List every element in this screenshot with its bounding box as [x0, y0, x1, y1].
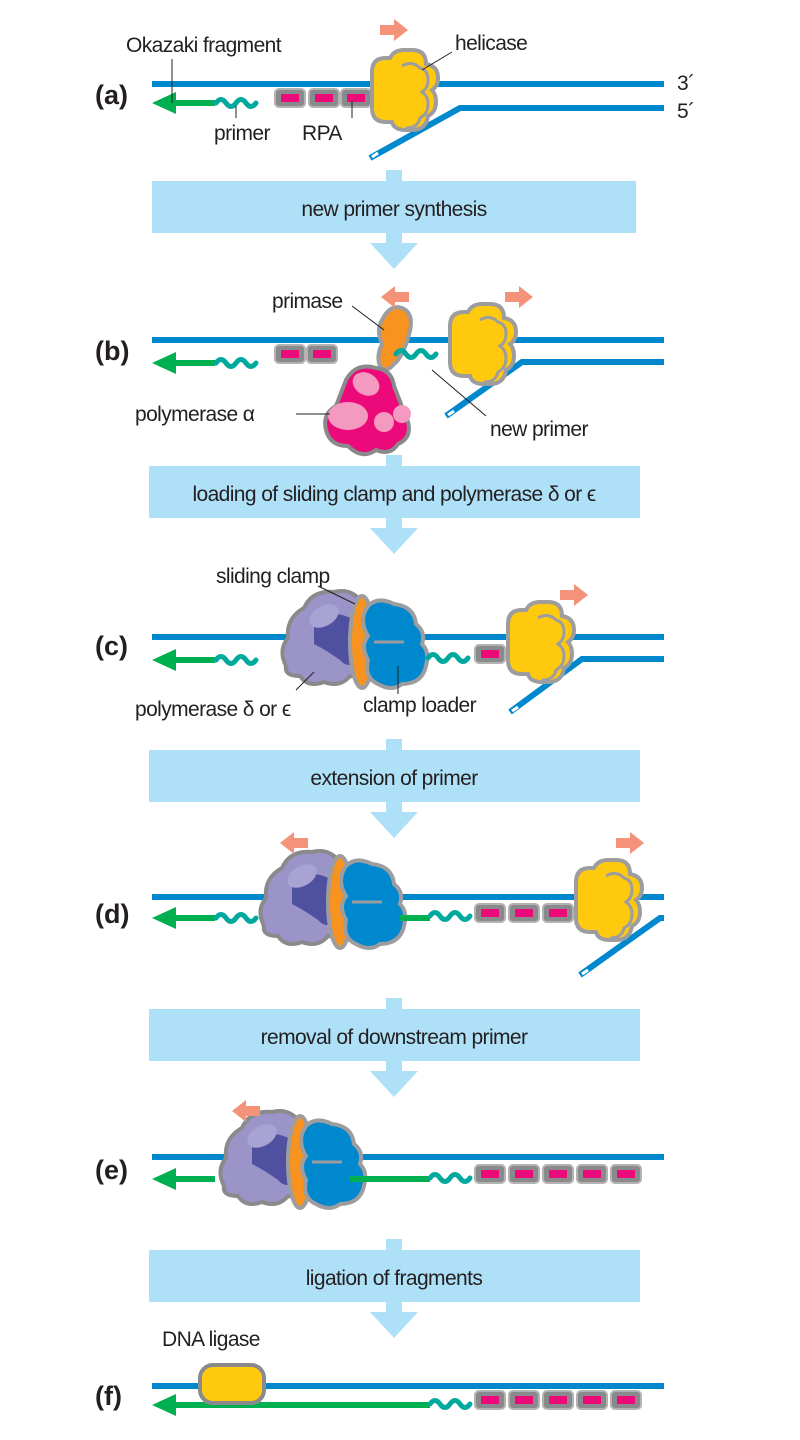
- helicase-direction-arrow-icon: [560, 584, 588, 606]
- panel-label-a: (a): [95, 80, 128, 110]
- panel-e: (e): [95, 1100, 664, 1210]
- label-polymerase-delta: polymerase δ or ϵ: [135, 698, 291, 721]
- primase: [376, 305, 413, 372]
- label-3-prime: 3´: [677, 72, 694, 95]
- template-strand-bottom: [368, 105, 664, 161]
- label-rpa: RPA: [302, 122, 342, 145]
- panel-label-f: (f): [95, 1381, 122, 1411]
- label-sliding-clamp: sliding clamp: [216, 565, 330, 588]
- step-label-5: ligation of fragments: [306, 1267, 483, 1290]
- primer: [216, 100, 256, 107]
- label-okazaki-fragment: Okazaki fragment: [126, 34, 282, 57]
- step-arrow-5: ligation of fragments: [149, 1239, 640, 1338]
- panel-label-c: (c): [95, 631, 128, 661]
- rpa-protein: [308, 88, 340, 108]
- okazaki-arrowhead-icon: [152, 92, 176, 114]
- polymerase-clamp-complex: [280, 589, 430, 690]
- panel-d: (d): [95, 832, 664, 978]
- panel-label-e: (e): [95, 1155, 128, 1185]
- rpa-protein: [274, 88, 306, 108]
- label-helicase: helicase: [455, 32, 527, 55]
- step-arrow-2: loading of sliding clamp and polymerase …: [149, 455, 640, 554]
- label-clamp-loader: clamp loader: [363, 694, 477, 717]
- label-primer: primer: [214, 122, 271, 145]
- helicase-direction-arrow-icon: [505, 286, 533, 308]
- panel-c: (c) sliding clamp polymerase δ or ϵ clam…: [95, 565, 664, 721]
- label-new-primer: new primer: [490, 418, 588, 441]
- rpa-protein: [340, 88, 372, 108]
- step-arrow-1: new primer synthesis: [152, 170, 636, 269]
- step-label-2: loading of sliding clamp and polymerase …: [192, 483, 595, 506]
- step-arrow-3: extension of primer: [149, 739, 640, 838]
- polymerase-alpha: [323, 364, 411, 457]
- label-5-prime: 5´: [677, 100, 694, 123]
- step-label-1: new primer synthesis: [301, 198, 486, 221]
- panel-label-d: (d): [95, 899, 129, 929]
- polymerase-clamp-complex: [218, 1109, 368, 1210]
- label-primase: primase: [272, 290, 343, 313]
- primase-direction-arrow-icon: [381, 286, 409, 308]
- step-arrow-4: removal of downstream primer: [149, 998, 640, 1097]
- polymerase-clamp-complex: [258, 849, 408, 950]
- step-label-4: removal of downstream primer: [261, 1026, 528, 1049]
- panel-b: (b) primase polymerase α new primer: [95, 286, 664, 457]
- panel-label-b: (b): [95, 336, 129, 366]
- helicase-direction-arrow-icon: [380, 19, 408, 41]
- label-dna-ligase: DNA ligase: [162, 1328, 260, 1351]
- step-label-3: extension of primer: [310, 767, 478, 790]
- dna-ligase: [198, 1363, 266, 1405]
- helicase-direction-arrow-icon: [616, 832, 644, 854]
- panel-a: (a) Okazaki fragment helicase primer RPA…: [95, 19, 695, 161]
- helicase: [370, 48, 440, 132]
- label-polymerase-alpha: polymerase α: [135, 403, 255, 426]
- panel-f: (f) DNA ligase: [95, 1328, 664, 1416]
